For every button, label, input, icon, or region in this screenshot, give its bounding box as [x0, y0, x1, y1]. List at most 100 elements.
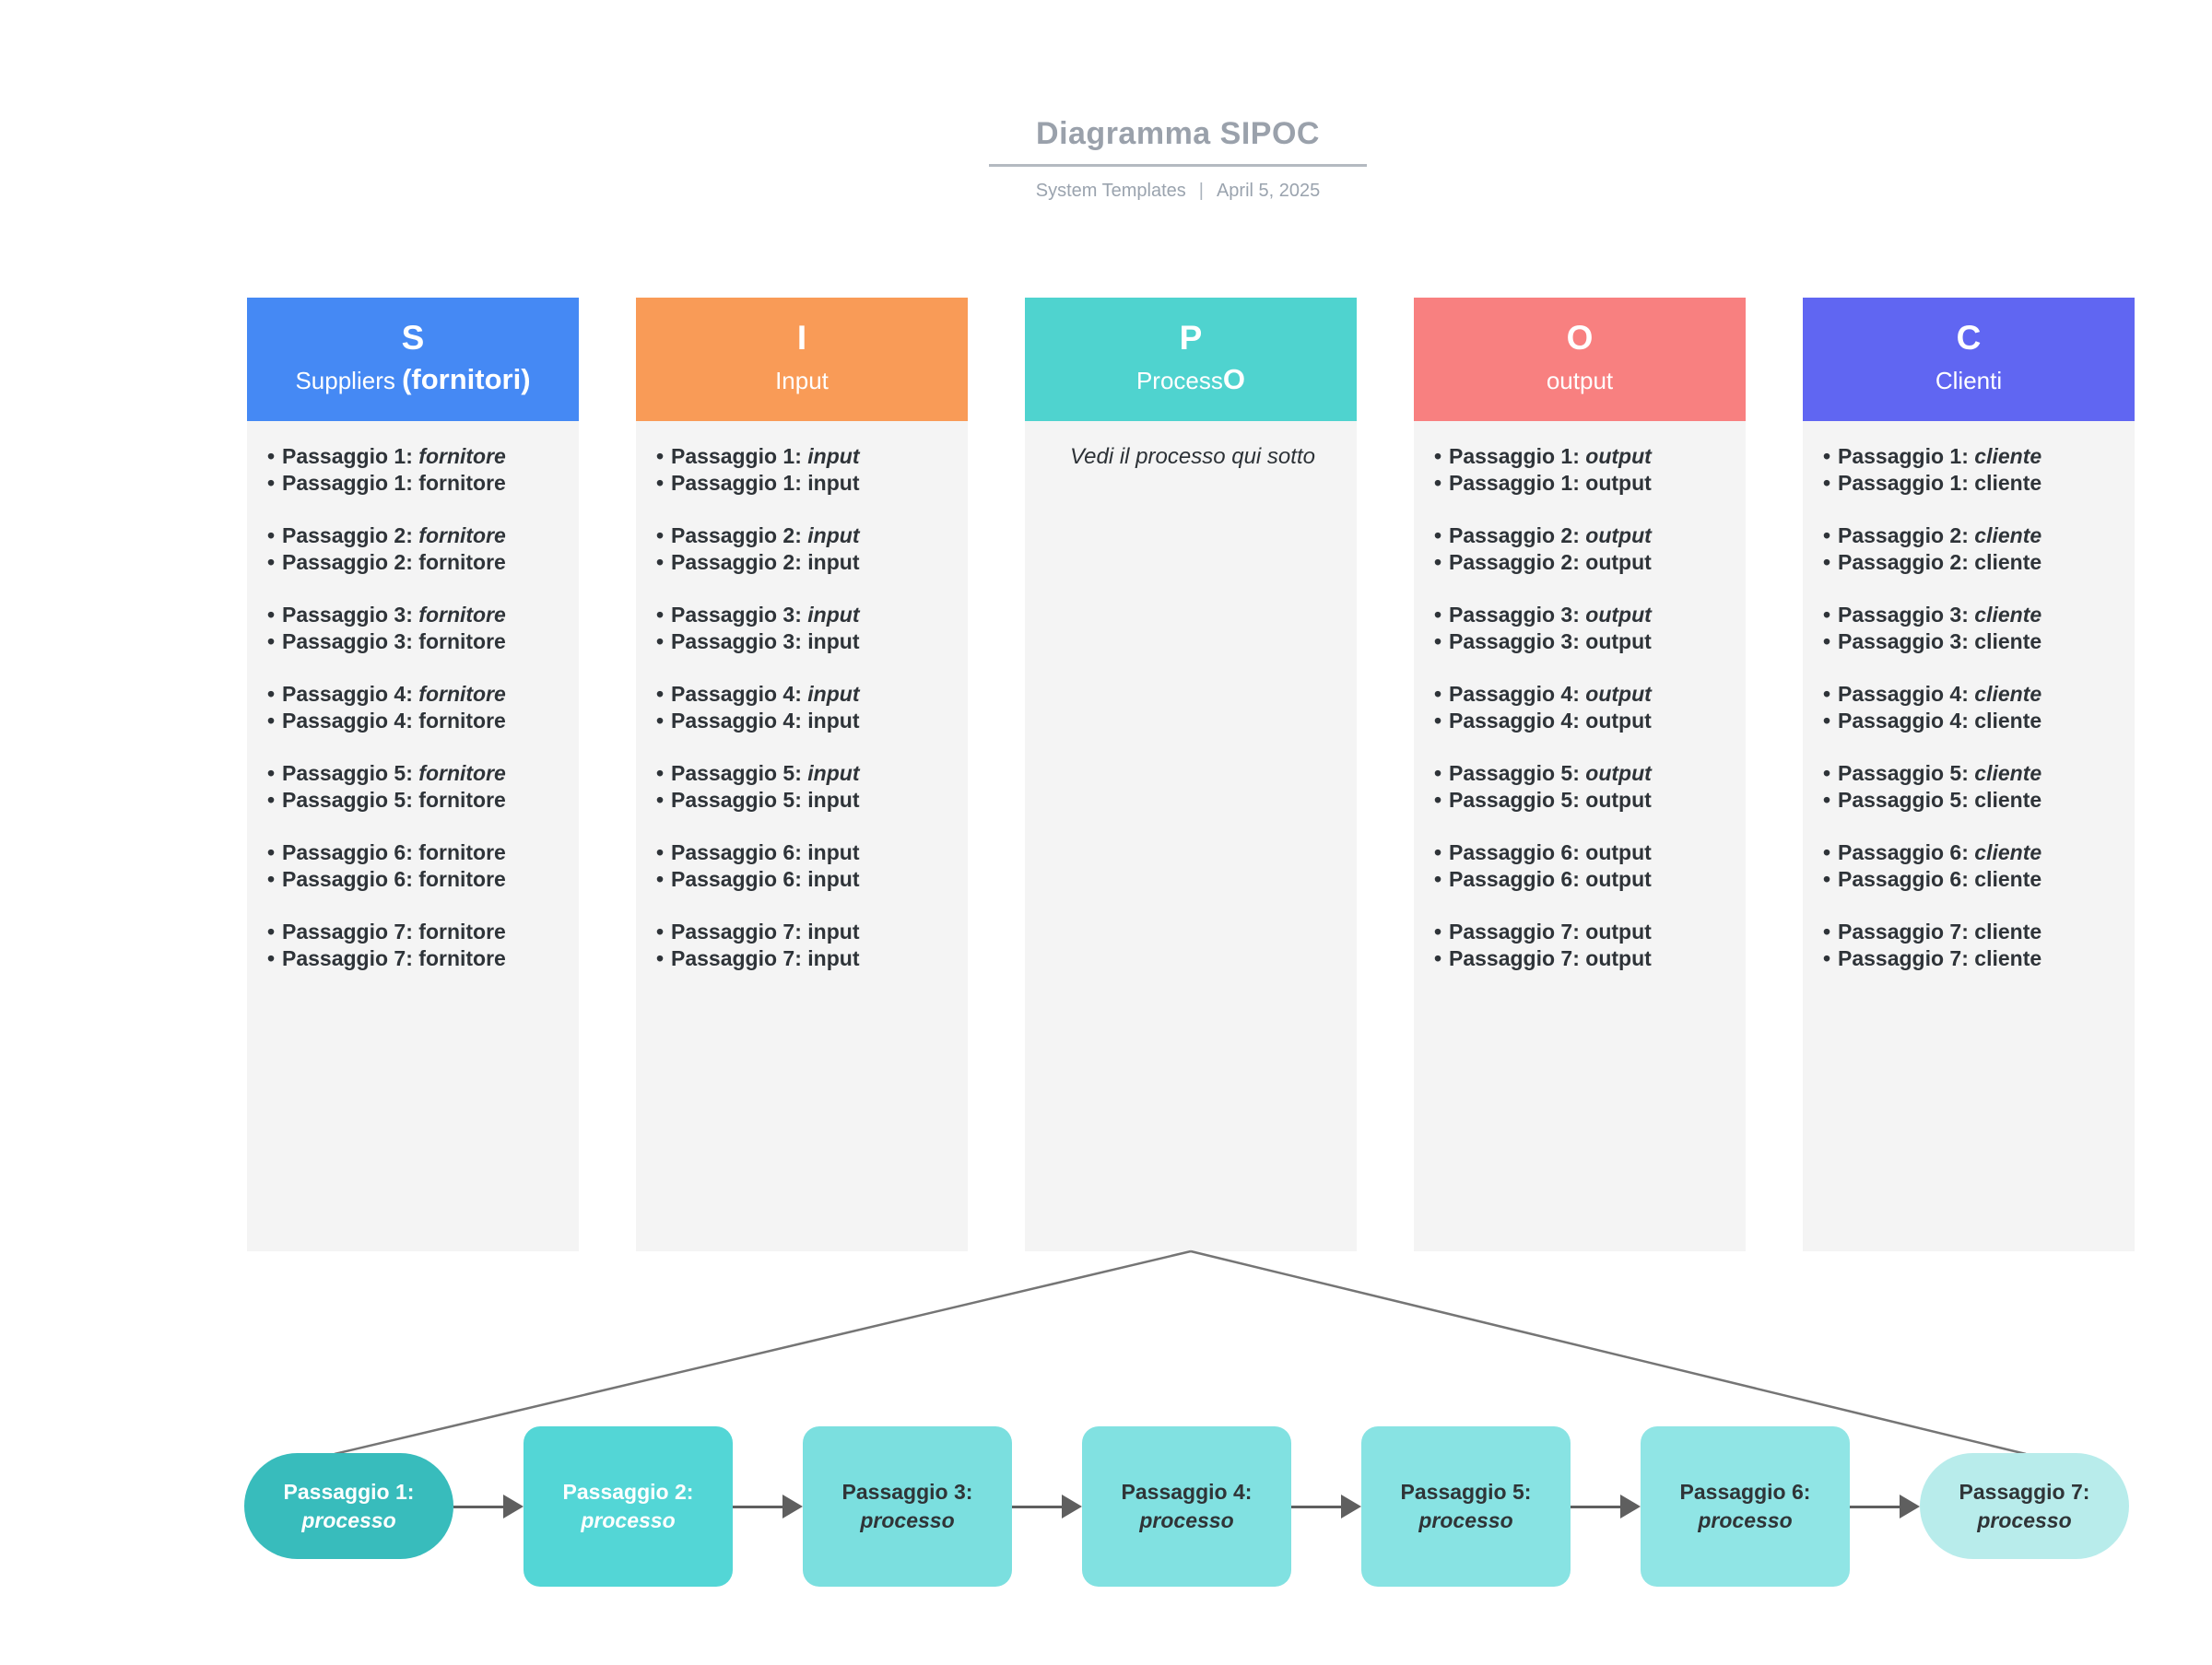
entry-term: input — [807, 682, 860, 706]
entry-pair: •Passaggio 5: input•Passaggio 5: input — [649, 760, 959, 814]
entry-label: Passaggio 1: — [1838, 444, 1975, 468]
column-header: I Input — [636, 298, 968, 421]
column-body: •Passaggio 1: output•Passaggio 1: output… — [1414, 421, 1746, 1251]
sipoc-column-suppliers: S Suppliers (fornitori) •Passaggio 1: fo… — [247, 298, 579, 1251]
column-body: •Passaggio 1: input•Passaggio 1: input•P… — [636, 421, 968, 1251]
step-label: Passaggio 6: — [1679, 1480, 1811, 1504]
entry-term: output — [1585, 471, 1652, 495]
entry-line: •Passaggio 6: output — [1427, 839, 1736, 866]
entry-label: Passaggio 7: — [1449, 946, 1586, 970]
entry-line: •Passaggio 2: output — [1427, 549, 1736, 576]
entry-pair: •Passaggio 6: output•Passaggio 6: output — [1427, 839, 1736, 893]
bullet-icon: • — [655, 709, 665, 733]
entry-line: •Passaggio 1: fornitore — [260, 443, 570, 470]
bullet-icon: • — [266, 788, 276, 812]
entry-term: cliente — [1974, 471, 2042, 495]
entry-label: Passaggio 3: — [671, 603, 808, 627]
entry-label: Passaggio 7: — [671, 920, 808, 944]
entry-line: •Passaggio 2: cliente — [1816, 549, 2125, 576]
bullet-icon: • — [1433, 523, 1442, 547]
entry-term: input — [807, 629, 860, 653]
entry-label: Passaggio 2: — [1449, 523, 1586, 547]
process-step-1: Passaggio 1:processo — [244, 1453, 453, 1559]
column-body: •Passaggio 1: fornitore•Passaggio 1: for… — [247, 421, 579, 1251]
entry-label: Passaggio 6: — [1449, 867, 1586, 891]
entry-term: cliente — [1974, 840, 2042, 864]
entry-term: fornitore — [418, 946, 506, 970]
entry-line: •Passaggio 6: fornitore — [260, 839, 570, 866]
bullet-icon: • — [266, 761, 276, 785]
entry-pair: •Passaggio 1: input•Passaggio 1: input — [649, 443, 959, 497]
entry-term: output — [1585, 867, 1652, 891]
entry-label: Passaggio 1: — [1449, 471, 1586, 495]
column-letter: I — [796, 318, 807, 357]
title-source: System Templates — [1035, 181, 1186, 201]
sipoc-column-clients: C Clienti •Passaggio 1: cliente•Passaggi… — [1803, 298, 2135, 1251]
entry-line: •Passaggio 5: input — [649, 787, 959, 814]
entry-label: Passaggio 7: — [1449, 920, 1586, 944]
entry-line: •Passaggio 3: cliente — [1816, 602, 2125, 628]
bullet-icon: • — [1433, 867, 1442, 891]
column-letter: O — [1566, 318, 1594, 357]
bullet-icon: • — [655, 682, 665, 706]
entry-term: fornitore — [418, 550, 506, 574]
bullet-icon: • — [1433, 444, 1442, 468]
entry-line: •Passaggio 7: output — [1427, 919, 1736, 945]
entry-term: output — [1585, 946, 1652, 970]
entry-pair: •Passaggio 4: cliente•Passaggio 4: clien… — [1816, 681, 2125, 734]
entry-line: •Passaggio 5: output — [1427, 787, 1736, 814]
bullet-icon: • — [1433, 471, 1442, 495]
entry-line: •Passaggio 4: fornitore — [260, 708, 570, 734]
bullet-icon: • — [1822, 709, 1831, 733]
entry-term: output — [1585, 709, 1652, 733]
bullet-icon: • — [1822, 840, 1831, 864]
entry-term: input — [807, 550, 860, 574]
title-block: Diagramma SIPOC System Templates|April 5… — [966, 116, 1390, 202]
bullet-icon: • — [1822, 444, 1831, 468]
entry-line: •Passaggio 1: cliente — [1816, 470, 2125, 497]
entry-label: Passaggio 5: — [671, 761, 808, 785]
entry-line: •Passaggio 4: input — [649, 708, 959, 734]
process-step-4: Passaggio 4:processo — [1082, 1426, 1291, 1587]
entry-label: Passaggio 3: — [671, 629, 808, 653]
column-header: S Suppliers (fornitori) — [247, 298, 579, 421]
entry-line: •Passaggio 3: input — [649, 602, 959, 628]
bullet-icon: • — [655, 920, 665, 944]
entry-label: Passaggio 4: — [671, 709, 808, 733]
bullet-icon: • — [266, 709, 276, 733]
entry-label: Passaggio 4: — [1449, 709, 1586, 733]
bullet-icon: • — [266, 603, 276, 627]
entry-line: •Passaggio 4: output — [1427, 681, 1736, 708]
entry-label: Passaggio 2: — [1449, 550, 1586, 574]
bullet-icon: • — [1433, 709, 1442, 733]
entry-term: fornitore — [418, 840, 506, 864]
entry-label: Passaggio 7: — [671, 946, 808, 970]
column-subtitle: output — [1414, 360, 1746, 400]
entry-label: Passaggio 1: — [671, 471, 808, 495]
column-subtitle-regular: Clienti — [1935, 366, 2003, 394]
entry-term: cliente — [1974, 523, 2042, 547]
entry-pair: •Passaggio 3: fornitore•Passaggio 3: for… — [260, 602, 570, 655]
entry-label: Passaggio 5: — [282, 788, 419, 812]
entry-label: Passaggio 7: — [282, 946, 419, 970]
entry-line: •Passaggio 7: input — [649, 919, 959, 945]
bullet-icon: • — [266, 946, 276, 970]
entry-pair: •Passaggio 4: fornitore•Passaggio 4: for… — [260, 681, 570, 734]
column-body: •Passaggio 1: cliente•Passaggio 1: clien… — [1803, 421, 2135, 1251]
entry-line: •Passaggio 1: input — [649, 470, 959, 497]
bullet-icon: • — [1433, 550, 1442, 574]
bullet-icon: • — [1822, 761, 1831, 785]
entry-line: •Passaggio 4: input — [649, 681, 959, 708]
bullet-icon: • — [266, 867, 276, 891]
bullet-icon: • — [266, 840, 276, 864]
entry-line: •Passaggio 5: fornitore — [260, 760, 570, 787]
entry-term: input — [807, 603, 860, 627]
entry-term: cliente — [1974, 788, 2042, 812]
bullet-icon: • — [266, 629, 276, 653]
bullet-icon: • — [1433, 788, 1442, 812]
step-term: processo — [1698, 1508, 1793, 1532]
entry-term: input — [807, 709, 860, 733]
entry-pair: •Passaggio 2: output•Passaggio 2: output — [1427, 522, 1736, 576]
step-label: Passaggio 2: — [562, 1480, 694, 1504]
entry-line: •Passaggio 5: input — [649, 760, 959, 787]
